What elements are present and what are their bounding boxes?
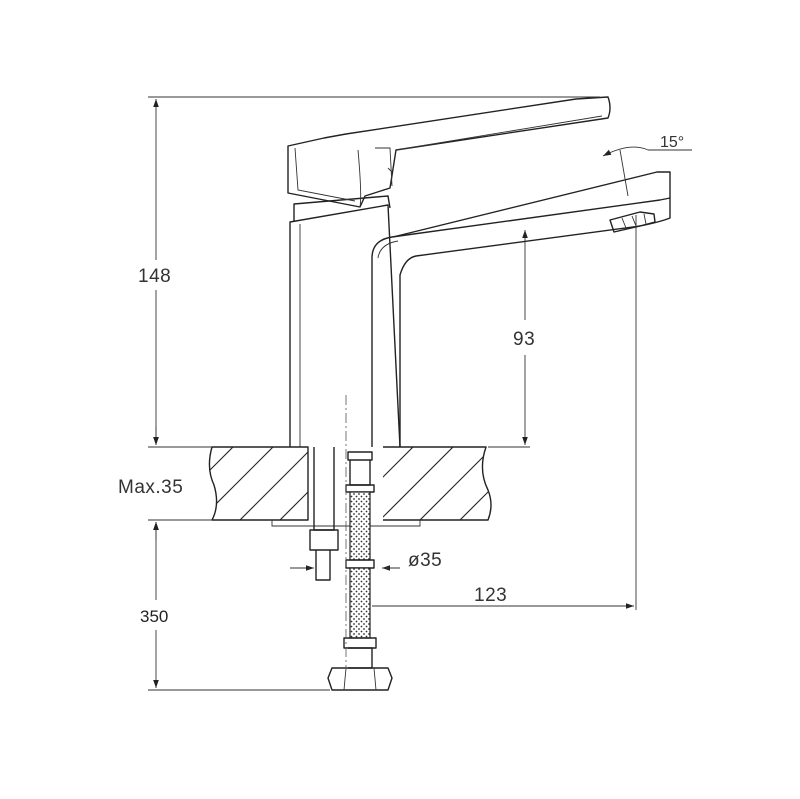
dimension-lines — [148, 96, 692, 691]
spout — [371, 171, 671, 447]
dim-spout-reach: 123 — [474, 585, 507, 606]
dim-spout-height: 93 — [513, 329, 535, 350]
faucet-body — [289, 195, 401, 448]
mounting-rod — [309, 447, 339, 581]
dim-total-height: 148 — [138, 266, 171, 287]
dim-handle-angle: 15° — [660, 134, 684, 151]
countertop-section — [208, 446, 492, 527]
dim-hose-length: 350 — [140, 607, 168, 626]
dim-deck-thickness: Max.35 — [118, 477, 183, 498]
supply-hose — [327, 451, 393, 691]
lever-handle — [287, 96, 611, 208]
dim-hole-diameter: ø35 — [408, 550, 442, 571]
